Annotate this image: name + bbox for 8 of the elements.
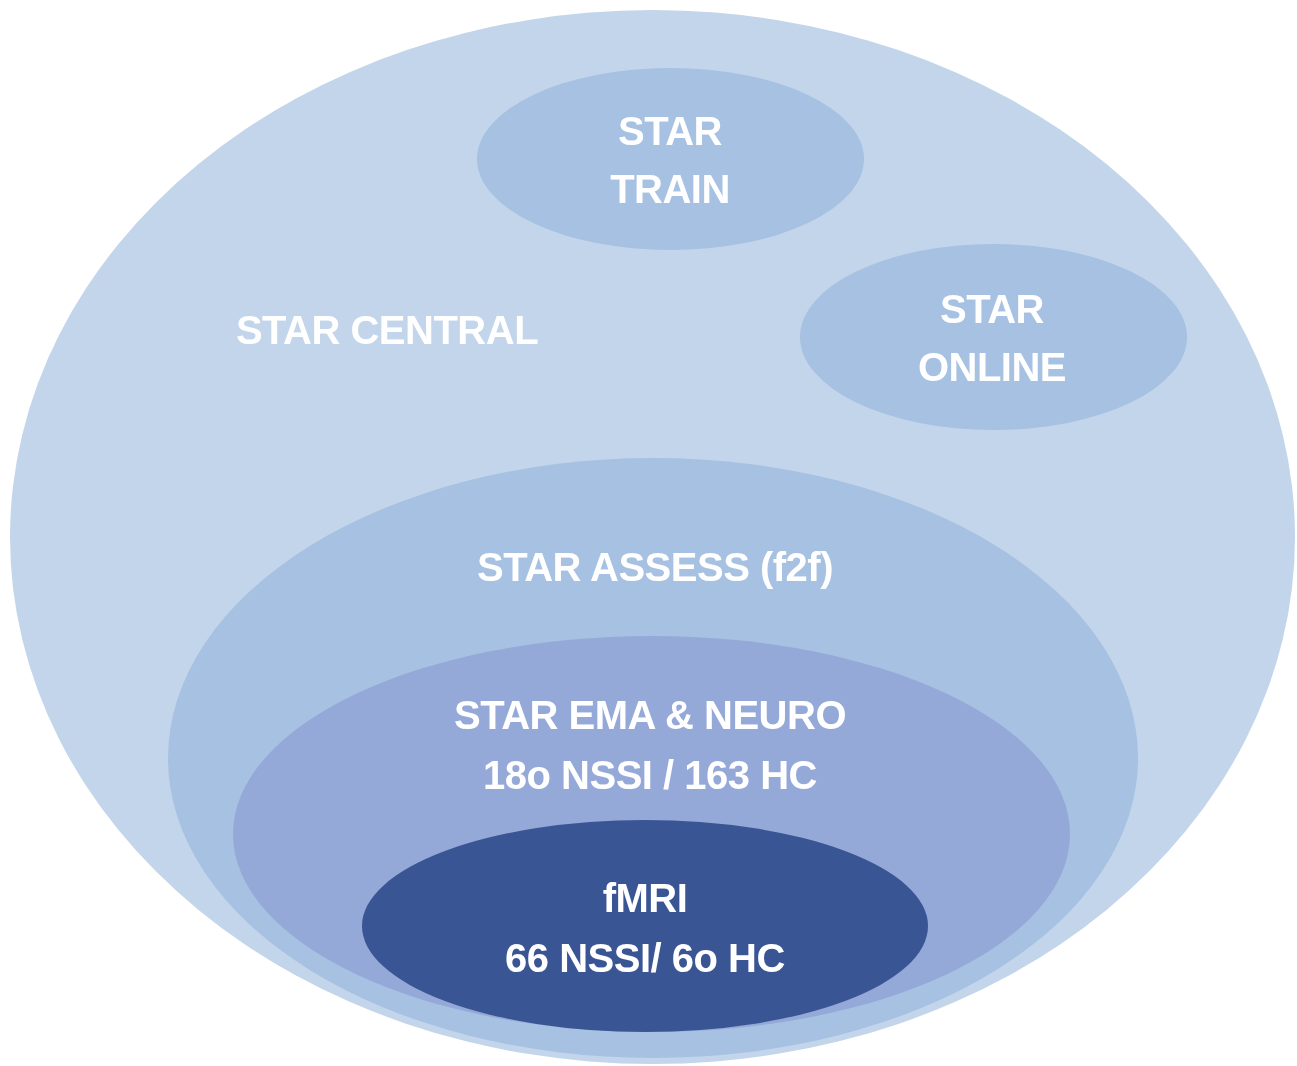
region-label: 66 NSSI/ 6o HC bbox=[505, 935, 785, 982]
region-label: fMRI bbox=[602, 875, 688, 922]
region-label: STAR ONLINE bbox=[916, 286, 1068, 391]
region-label: STAR ASSESS (f2f) bbox=[477, 544, 833, 591]
region-label: 18o NSSI / 163 HC bbox=[483, 752, 817, 799]
region-label: STAR TRAIN bbox=[609, 108, 731, 213]
region-label: STAR EMA & NEURO bbox=[454, 692, 846, 739]
region-label: STAR CENTRAL bbox=[235, 307, 539, 354]
